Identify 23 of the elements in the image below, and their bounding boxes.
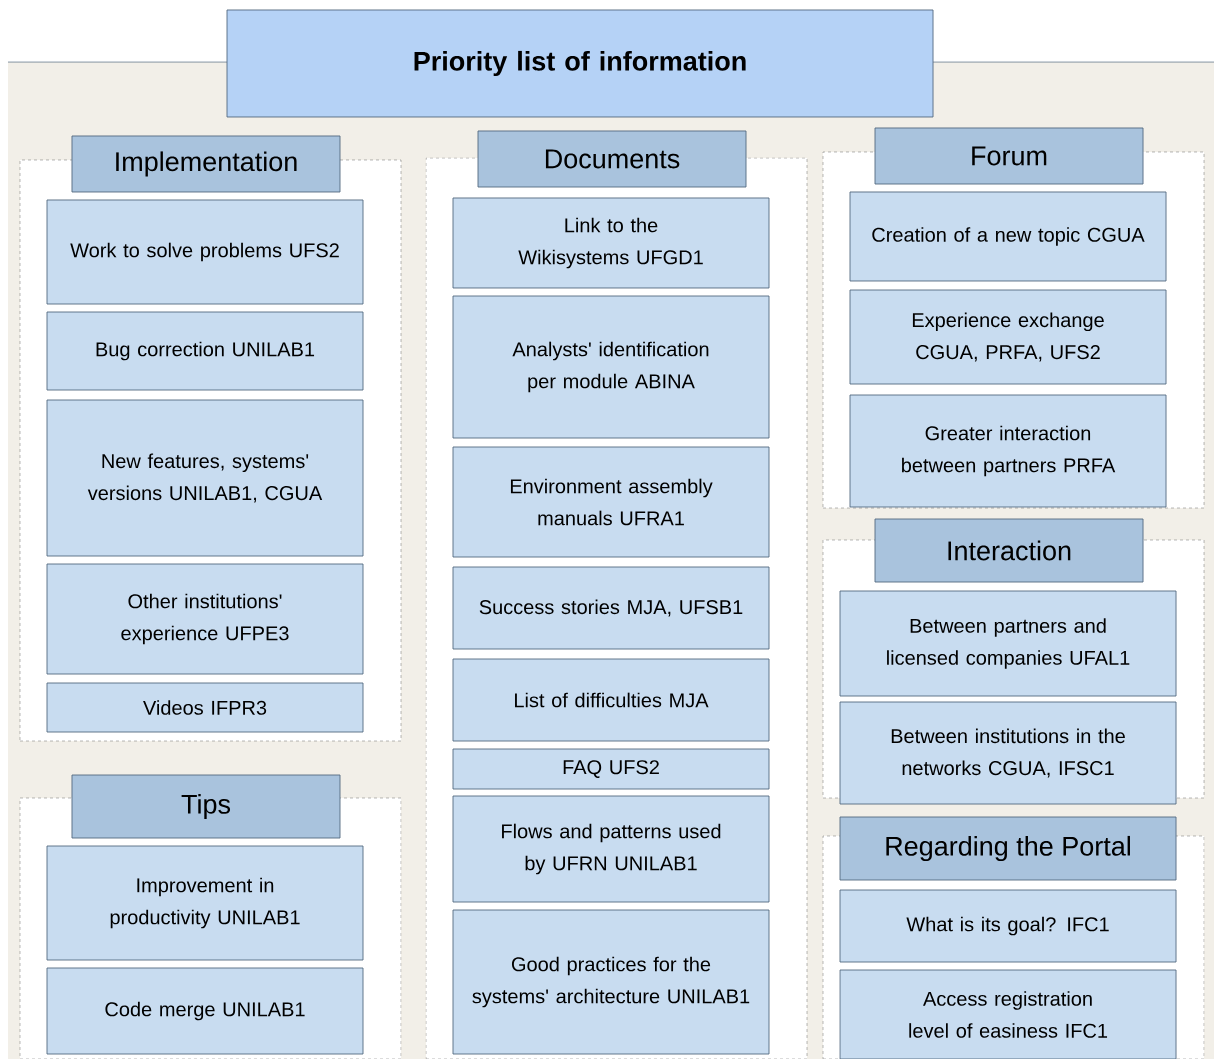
item-box: Other institutions' experience UFPE3: [46, 563, 364, 675]
item-box: Improvement in productivity UNILAB1: [46, 845, 364, 961]
item-box: Between partners and licensed companies UFAL1: [839, 590, 1177, 697]
item-box: Success stories MJA, UFSB1: [452, 566, 770, 650]
item-box: Work to solve problems UFS2: [46, 199, 364, 305]
title-box: Priority list of information: [226, 9, 934, 118]
item-box: Code merge UNILAB1: [46, 967, 364, 1055]
item-box: Link to the Wikisystems UFGD1: [452, 197, 770, 289]
item-box: New features, systems' versions UNILAB1, CGUA: [46, 399, 364, 557]
item-box: Between institutions in the networks CGUA, IFSC1: [839, 701, 1177, 805]
item-box: Good practices for the systems' architecture UNILAB1: [452, 909, 770, 1055]
item-box: Flows and patterns used by UFRN UNILAB1: [452, 795, 770, 903]
item-box: Access registration level of easiness IFC1: [839, 969, 1177, 1059]
item-box: Environment assembly manuals UFRA1: [452, 446, 770, 558]
item-box: FAQ UFS2: [452, 748, 770, 790]
item-box: Videos IFPR3: [46, 682, 364, 733]
item-box: What is its goal? IFC1: [839, 889, 1177, 963]
item-box: Experience exchange CGUA, PRFA, UFS2: [849, 289, 1167, 385]
item-box: Analysts' identification per module ABINA: [452, 295, 770, 439]
item-box: List of difficulties MJA: [452, 658, 770, 742]
item-box: Bug correction UNILAB1: [46, 311, 364, 391]
item-box: Creation of a new topic CGUA: [849, 191, 1167, 282]
item-box: Greater interaction between partners PRFA: [849, 394, 1167, 508]
